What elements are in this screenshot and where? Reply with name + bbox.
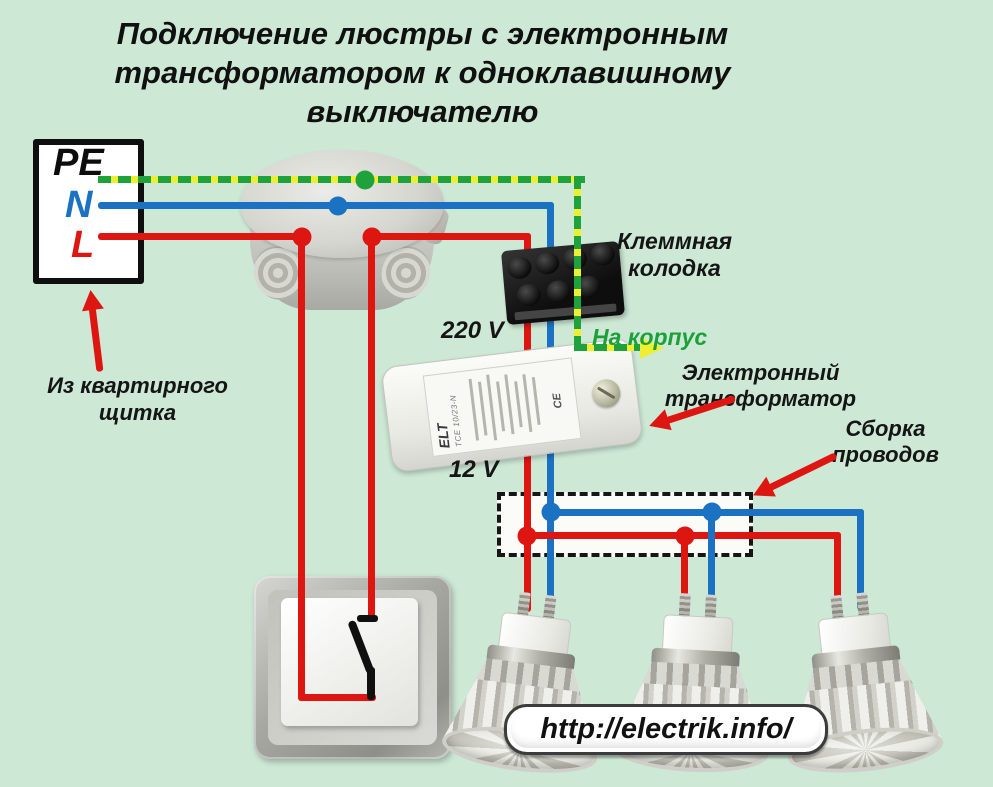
panel-box: PE N L — [33, 139, 144, 284]
transformer-label-text: Электронный трансформатор — [664, 360, 857, 411]
pe-terminal-label: PE — [53, 142, 104, 184]
voltage-220-label: 220 V — [441, 317, 504, 344]
pe-wire-to-body — [574, 344, 642, 351]
pe-wire-vertical — [574, 176, 581, 351]
assembly-line-dot-1 — [517, 526, 537, 546]
ce-mark: CE — [550, 392, 565, 410]
terminal-hole — [545, 279, 572, 304]
switch-bottom-wire — [298, 694, 376, 701]
assembly-line-dot-2 — [675, 526, 695, 546]
assembly-neutral-dot-2 — [702, 502, 722, 522]
terminal-block-label: Клеммная колодка — [616, 228, 733, 281]
switch-fixed-contact-icon — [357, 615, 378, 622]
label-print-line — [514, 381, 523, 428]
lamp2-line-drop — [681, 532, 688, 610]
neutral-wire-horizontal — [98, 202, 554, 209]
terminal-hole — [534, 251, 561, 276]
line-wire-after-switch — [368, 233, 531, 240]
site-url: http://electrik.info/ — [540, 713, 792, 745]
neutral-junction-dot — [328, 196, 348, 216]
electronic-transformer: ELT TCE 10/23-N CE — [380, 337, 644, 473]
neutral-terminal-label: N — [65, 184, 93, 226]
line-junction-dot-2 — [362, 227, 382, 247]
label-print-line — [504, 374, 515, 435]
wall-switch — [254, 576, 451, 759]
switch-feed-wire — [298, 233, 305, 698]
label-print-line — [531, 377, 541, 426]
site-url-badge: http://electrik.info/ — [504, 704, 828, 755]
terminal-hole — [516, 283, 542, 308]
switch-return-wire — [368, 233, 375, 621]
label-print-line — [477, 381, 488, 436]
pe-arrow-icon — [640, 337, 664, 359]
line-wire-from-panel — [98, 233, 306, 240]
title-line-2: трансформатором к одноклавишному — [114, 55, 731, 90]
label-print-line — [522, 374, 533, 433]
transformer-label: ELT TCE 10/23-N CE — [422, 357, 582, 458]
line-terminal-label: L — [71, 224, 95, 266]
label-print-line — [496, 381, 506, 432]
pe-junction-dot — [355, 170, 375, 190]
label-print-line — [468, 378, 480, 441]
pe-wire-horizontal — [98, 176, 585, 183]
page-title: Подключение люстры с электронным трансфо… — [0, 14, 845, 131]
lamp3-line-drop — [834, 532, 841, 610]
to-body-label: На корпус — [592, 324, 708, 350]
line-junction-dot-1 — [292, 227, 312, 247]
title-line-1: Подключение люстры с электронным — [116, 16, 729, 51]
switch-terminal-icon — [367, 667, 375, 700]
from-panel-arrow-icon — [88, 307, 104, 372]
title-line-3: выключателю — [306, 94, 539, 129]
voltage-12-label: 12 V — [449, 456, 499, 483]
lamp2-neutral-drop — [708, 509, 715, 610]
assembly-neutral-dot-1 — [541, 502, 561, 522]
assembly-label: Сборка проводов — [832, 416, 939, 467]
lamp3-neutral-drop — [857, 509, 864, 610]
terminal-hole — [506, 255, 533, 280]
from-panel-label: Из квартирного щитка — [47, 373, 228, 425]
transformer-screw — [590, 377, 622, 410]
